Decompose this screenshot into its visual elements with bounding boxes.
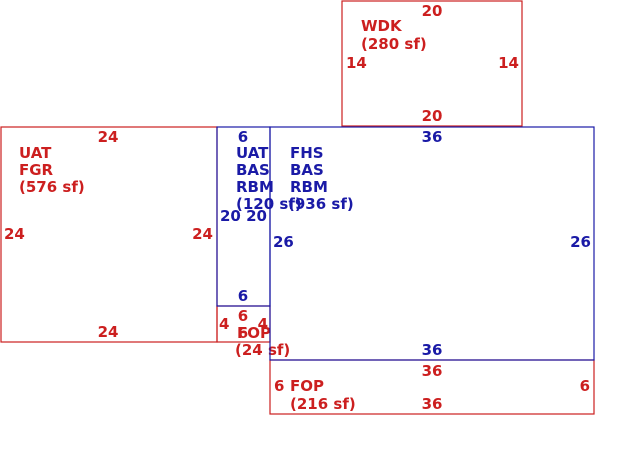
area-wdk-dim-top: 20 (422, 2, 443, 20)
area-fop-large-size: (216 sf) (290, 395, 356, 413)
area-fhs-bas-dim-left: 26 (273, 233, 294, 251)
area-uat-bas-code2: BAS (236, 161, 270, 179)
area-fop-large-dim-left: 6 (274, 377, 284, 395)
area-wdk-size: (280 sf) (361, 35, 427, 53)
area-uat-bas[interactable]: UAT BAS RBM (120 sf) 6 6 20 20 (216, 126, 302, 307)
area-fop-large-dim-right: 6 (580, 377, 590, 395)
area-uat-bas-dim-top: 6 (238, 128, 248, 146)
area-fhs-bas-code1: FHS (290, 144, 324, 162)
area-uat-fgr-code1: UAT (19, 144, 52, 162)
area-uat-bas-size: (120 sf) (236, 195, 302, 213)
area-fop-large[interactable]: FOP (216 sf) 36 36 6 6 (269, 359, 595, 415)
area-uat-fgr-size: (576 sf) (19, 178, 85, 196)
area-uat-fgr-dim-right: 24 (192, 225, 213, 243)
area-fop-large-dim-bottom: 36 (422, 395, 443, 413)
area-wdk-code: WDK (361, 17, 403, 35)
area-fhs-bas-dim-bottom: 36 (422, 341, 443, 359)
area-fop-small-code: FOP (237, 324, 271, 342)
area-uat-fgr-dim-top: 24 (98, 128, 119, 146)
area-fop-small-dim-bottom: 6 (238, 324, 248, 342)
area-fop-large-dim-top: 36 (422, 362, 443, 380)
area-fop-small-dim-right: 4 (258, 315, 268, 333)
area-fhs-bas-code3: RBM (290, 178, 328, 196)
area-uat-bas-code1: UAT (236, 144, 269, 162)
area-uat-bas-dim-left: 20 (220, 207, 241, 225)
area-wdk-dim-bottom: 20 (422, 107, 443, 125)
area-fhs-bas-outline (269, 126, 595, 361)
area-uat-bas-dim-right: 20 (246, 207, 267, 225)
area-wdk[interactable]: WDK (280 sf) 20 20 14 14 (341, 0, 523, 127)
area-uat-fgr[interactable]: UAT FGR (576 sf) 24 24 24 24 (0, 126, 218, 343)
area-fhs-bas-size: (936 sf) (288, 195, 354, 213)
area-fop-small-size: (24 sf) (235, 341, 290, 359)
area-fop-small-dim-top: 6 (238, 307, 248, 325)
area-fhs-bas[interactable]: FHS BAS RBM (936 sf) 36 36 26 26 (269, 126, 595, 361)
area-wdk-dim-left: 14 (346, 54, 367, 72)
area-fop-large-code: FOP (290, 377, 324, 395)
area-uat-bas-dim-bottom: 6 (238, 287, 248, 305)
area-wdk-dim-right: 14 (498, 54, 519, 72)
area-uat-fgr-dim-left: 24 (4, 225, 25, 243)
area-fhs-bas-dim-right: 26 (570, 233, 591, 251)
area-uat-fgr-code2: FGR (19, 161, 54, 179)
area-wdk-outline (341, 0, 523, 127)
area-fop-small-dim-left: 4 (219, 315, 229, 333)
area-fhs-bas-code2: BAS (290, 161, 324, 179)
area-uat-bas-code3: RBM (236, 178, 274, 196)
area-uat-fgr-dim-bottom: 24 (98, 323, 119, 341)
area-fop-small[interactable]: FOP (24 sf) 6 6 4 4 (216, 305, 290, 359)
area-fhs-bas-dim-top: 36 (422, 128, 443, 146)
